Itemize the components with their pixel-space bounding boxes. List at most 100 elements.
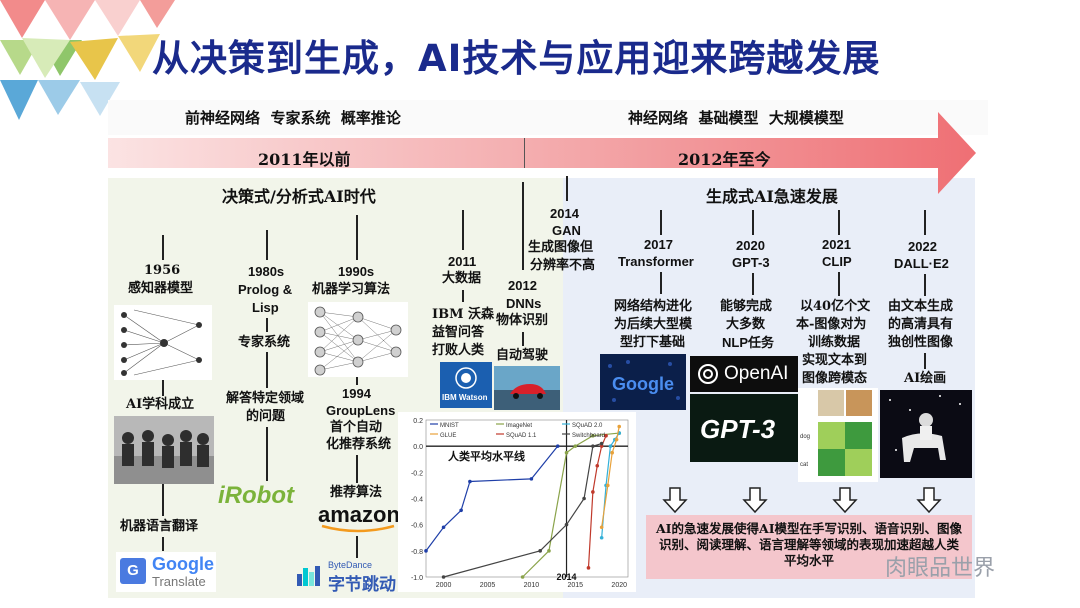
y-tick-label: -1.0	[411, 575, 423, 582]
series-point	[441, 575, 446, 579]
chart-background	[398, 412, 636, 592]
openai-icon	[698, 364, 718, 384]
m1990-label: 机器学习算法	[312, 282, 391, 297]
section-right-title: 生成式AI急速发展	[706, 187, 838, 206]
y-tick-label: -0.4	[411, 497, 423, 504]
m2011-desc3: 打败人类	[432, 343, 485, 358]
m2020-year: 2020	[736, 238, 765, 253]
connector-2017	[660, 210, 662, 235]
era-left-label: 2011年以前	[258, 150, 351, 169]
era-divider	[524, 138, 525, 168]
chart-frame	[425, 419, 629, 578]
connector-1980-bottom	[266, 427, 268, 481]
google-transformer-image: Google	[600, 354, 686, 410]
connector-2017-lower	[660, 272, 662, 294]
connector-2021	[838, 210, 840, 235]
bytedance-cn: 字节跳动	[328, 575, 396, 595]
connector-1994	[356, 377, 358, 385]
connector-1994-lower	[356, 455, 358, 483]
legend-label: SQuAD 2.0	[572, 423, 603, 429]
m2014-label3: 分辨率不高	[530, 258, 596, 273]
series-point	[520, 575, 525, 579]
x-tick-label: 2010	[524, 582, 540, 589]
m2022-year: 2022	[908, 239, 937, 254]
bytedance-logo: ByteDance 字节跳动	[296, 558, 404, 595]
connector-1956-lower	[162, 380, 164, 396]
connector-1956-bottom	[162, 484, 164, 516]
self-driving-car-image	[494, 366, 560, 410]
m2021-d3: 训练数据	[808, 335, 861, 350]
series-point	[604, 433, 608, 438]
slide-title: 从决策到生成，AI技术与应用迎来跨越发展	[152, 37, 881, 80]
series-point	[424, 549, 428, 553]
gpt3-banner: GPT-3	[690, 394, 798, 462]
legend-label: GLUE	[440, 433, 456, 439]
connector-1956	[162, 235, 164, 260]
connector-2014	[566, 176, 568, 201]
m1956-year: 1956	[144, 263, 181, 278]
series-point	[614, 437, 619, 442]
year-2014-label: 2014	[557, 572, 577, 582]
m2011-desc2: 益智问答	[432, 325, 485, 340]
m2022-d1: 由文本生成	[888, 299, 954, 314]
series-point	[547, 549, 551, 553]
m2020-name: GPT-3	[732, 255, 770, 270]
section-left-title: 决策式/分析式AI时代	[222, 187, 376, 206]
m2017-d2: 为后续大型模	[614, 317, 693, 332]
m2017-d3: 型打下基础	[620, 335, 686, 350]
series-point	[591, 490, 595, 494]
m2012-label2: 物体识别	[496, 313, 549, 328]
series-point	[610, 450, 614, 455]
m2021-d4: 实现文本到	[802, 353, 868, 368]
m1980-line2: Lisp	[252, 300, 279, 315]
m2011-year: 2011	[448, 254, 477, 269]
m1956-label: 感知器模型	[128, 281, 194, 296]
connector-2011-lower	[462, 290, 464, 302]
ibm-watson-text: IBM Watson	[442, 393, 488, 402]
series-point	[599, 441, 604, 446]
google-translate-logo: G Google Translate	[116, 552, 216, 592]
dartmouth-photo	[114, 416, 214, 484]
down-arrow-icons	[662, 487, 942, 514]
series-point	[599, 444, 604, 448]
series-point	[617, 424, 622, 429]
svg-text:cat: cat	[800, 462, 808, 468]
series-point	[564, 450, 569, 455]
m2017-d1: 网络结构进化	[614, 299, 693, 314]
amazon-logo: amazon	[318, 502, 400, 527]
openai-word: OpenAI	[724, 363, 789, 384]
summary-callout: AI的急速发展使得AI模型在手写识别、语音识别、图像识别、阅读理解、语言理解等领…	[646, 515, 972, 579]
neural-network-diagram	[308, 302, 408, 377]
connector-2020-lower	[752, 273, 754, 295]
human-level-label: 人类平均水平线	[448, 450, 525, 463]
ai-founded: AI学科成立	[126, 397, 195, 412]
connector-1980-lower	[266, 318, 268, 332]
m2022-d2: 的高清具有	[888, 317, 954, 332]
series-point	[606, 483, 610, 488]
m2017-year: 2017	[644, 237, 673, 252]
series-point	[538, 549, 542, 553]
series-point	[591, 444, 595, 448]
m1994-name: GroupLens	[326, 403, 396, 418]
openai-logo: OpenAI	[690, 356, 798, 392]
svg-text:Google: Google	[612, 374, 674, 394]
m2011-label: 大数据	[442, 271, 482, 286]
clip-matrix-image: dog cat	[798, 388, 878, 482]
series-line-imagenet	[522, 432, 620, 578]
m2011-desc1: IBM 沃森	[432, 307, 494, 322]
timeline-arrow	[108, 112, 976, 194]
y-tick-label: -0.2	[411, 470, 423, 477]
autodrive-label: 自动驾驶	[496, 348, 549, 363]
perceptron-diagram	[114, 305, 212, 380]
x-tick-label: 2020	[611, 582, 627, 589]
svg-text:dog: dog	[800, 434, 810, 440]
google-word: Google	[152, 554, 214, 574]
series-point	[599, 525, 604, 530]
y-tick-label: -0.8	[411, 549, 423, 556]
series-point	[599, 535, 604, 540]
m2020-d2: 大多数	[726, 317, 766, 332]
connector-2022-mid	[924, 353, 926, 369]
m2022-name: DALL·E2	[894, 256, 949, 271]
m2021-d1: 以40亿个文	[800, 299, 871, 314]
series-point	[586, 566, 591, 570]
